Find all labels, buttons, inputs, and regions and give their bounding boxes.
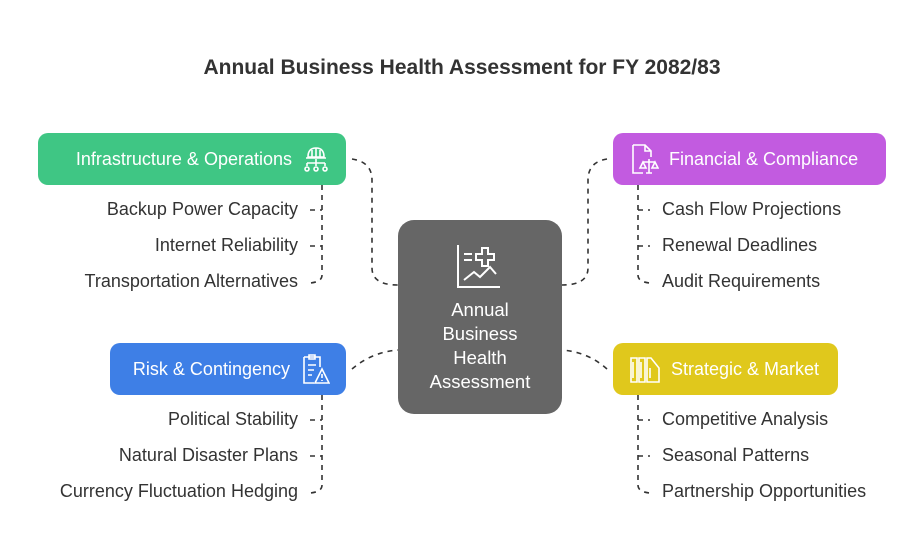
connector-infra	[351, 158, 399, 286]
list-item: Currency Fluctuation Hedging	[59, 481, 298, 501]
center-line: Business	[442, 323, 518, 344]
list-item: Internet Reliability	[154, 235, 298, 255]
list-item: Political Stability	[167, 409, 298, 429]
document-scale-icon	[632, 144, 659, 174]
list-item: Backup Power Capacity	[106, 199, 298, 219]
connector-financial	[561, 158, 608, 286]
list-item: Transportation Alternatives	[84, 271, 298, 291]
connector-infra-items	[309, 185, 323, 284]
category-label: Financial & Compliance	[669, 148, 859, 169]
connector-strategic-items	[637, 395, 651, 494]
category-infrastructure: Infrastructure & Operations	[38, 133, 346, 185]
category-label: Strategic & Market	[671, 358, 820, 379]
clipboard-warning-icon	[303, 354, 330, 384]
list-item: Seasonal Patterns	[662, 445, 810, 465]
list-item: Competitive Analysis	[662, 409, 829, 429]
center-line: Assessment	[429, 371, 531, 392]
category-financial: Financial & Compliance	[613, 133, 886, 185]
category-label: Infrastructure & Operations	[75, 148, 292, 169]
center-node: Annual Business Health Assessment	[398, 220, 562, 414]
list-item: Cash Flow Projections	[662, 199, 842, 219]
diagram-title: Annual Business Health Assessment for FY…	[203, 56, 721, 79]
list-item: Natural Disaster Plans	[118, 445, 298, 465]
connector-risk-items	[309, 395, 323, 494]
center-line: Annual	[451, 299, 509, 320]
list-item: Partnership Opportunities	[662, 481, 867, 501]
list-item: Audit Requirements	[662, 271, 821, 291]
books-icon	[630, 357, 660, 383]
connector-risk	[351, 349, 399, 370]
category-risk: Risk & Contingency	[110, 343, 346, 395]
center-line: Health	[453, 347, 507, 368]
connector-financial-items	[637, 185, 651, 284]
category-label: Risk & Contingency	[132, 358, 290, 379]
connector-strategic	[561, 349, 608, 370]
network-helmet-icon	[304, 147, 328, 172]
list-item: Renewal Deadlines	[662, 235, 818, 255]
category-strategic: Strategic & Market	[613, 343, 838, 395]
health-chart-icon	[457, 245, 500, 288]
center-label: Annual Business Health Assessment	[398, 298, 562, 394]
